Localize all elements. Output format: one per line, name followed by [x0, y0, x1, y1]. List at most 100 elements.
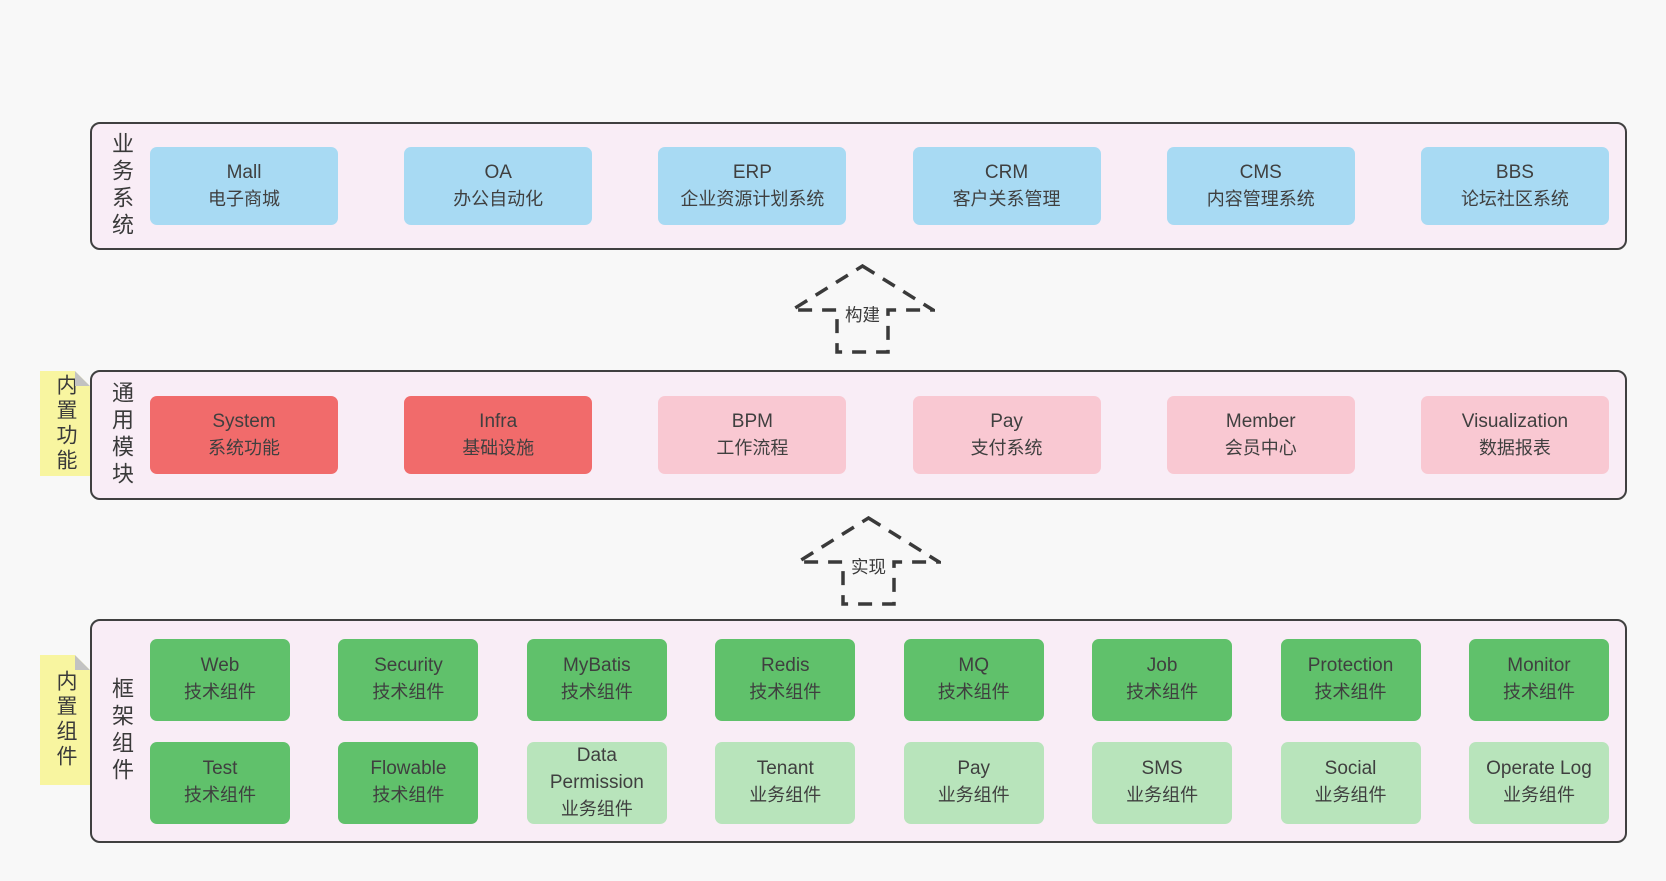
box-operate-log: Operate Log 业务组件	[1468, 741, 1609, 824]
box-subtitle: 企业资源计划系统	[680, 188, 825, 209]
section-common-modules: 通用模块 System 系统功能 Infra 基础设施 BPM 工作流程 Pay…	[90, 370, 1627, 500]
box-infra: Infra 基础设施	[404, 396, 593, 474]
box-title: Protection	[1307, 655, 1394, 677]
box-bbs: BBS 论坛社区系统	[1420, 147, 1609, 225]
box-social: Social 业务组件	[1280, 741, 1421, 824]
box-oa: OA 办公自动化	[404, 147, 593, 225]
box-title: SMS	[1141, 758, 1183, 780]
box-title: Mall	[226, 161, 262, 183]
box-subtitle: 技术组件	[1126, 682, 1199, 703]
box-member: Member 会员中心	[1166, 396, 1355, 474]
section-label-text: 业务系统	[109, 132, 134, 240]
box-subtitle: 技术组件	[937, 682, 1010, 703]
box-subtitle: 会员中心	[1224, 437, 1297, 458]
box-subtitle: 支付系统	[970, 437, 1043, 458]
box-title: MyBatis	[563, 655, 631, 677]
box-title: CRM	[984, 161, 1029, 183]
box-subtitle: 工作流程	[716, 437, 789, 458]
section-label-text: 框架组件	[109, 677, 134, 785]
box-title: Flowable	[370, 758, 447, 780]
box-security: Security 技术组件	[338, 638, 479, 721]
sticky-note-built-in-components: 内置组件	[40, 655, 90, 785]
box-mall: Mall 电子商城	[150, 147, 338, 225]
box-crm: CRM 客户关系管理	[912, 147, 1101, 225]
box-title: Pay	[990, 410, 1023, 432]
box-system: System 系统功能	[150, 396, 338, 474]
box-title: MQ	[958, 655, 989, 677]
business-boxes-row: Mall 电子商城 OA 办公自动化 ERP 企业资源计划系统 CRM 客户关系…	[150, 124, 1625, 248]
box-sms: SMS 业务组件	[1092, 741, 1233, 824]
box-subtitle: 系统功能	[208, 437, 280, 458]
folded-corner-icon	[75, 655, 90, 670]
box-monitor: Monitor 技术组件	[1468, 638, 1609, 721]
box-title: Security	[374, 655, 443, 677]
box-subtitle: 技术组件	[1314, 682, 1387, 703]
section-label-text: 通用模块	[109, 381, 134, 489]
section-label: 通用模块	[92, 372, 150, 498]
box-web: Web 技术组件	[150, 638, 290, 721]
box-subtitle: 客户关系管理	[952, 188, 1061, 209]
dashed-up-arrow-icon	[790, 264, 935, 354]
box-title: System	[212, 410, 276, 432]
box-title: Data Permission	[549, 744, 644, 793]
box-pay-business: Pay 业务组件	[903, 741, 1044, 824]
folded-corner-icon	[75, 371, 90, 386]
section-label: 业务系统	[92, 124, 150, 248]
box-test: Test 技术组件	[150, 741, 290, 824]
box-job: Job 技术组件	[1092, 638, 1233, 721]
box-mybatis: MyBatis 技术组件	[526, 638, 667, 721]
box-title: ERP	[732, 161, 772, 183]
arrow-build: 构建	[790, 264, 935, 354]
sticky-note-label: 内置组件	[54, 670, 77, 770]
box-title: Tenant	[756, 758, 814, 780]
box-visualization: Visualization 数据报表	[1420, 396, 1609, 474]
framework-row-2: Test 技术组件 Flowable 技术组件 Data Permission …	[150, 741, 1609, 824]
box-title: Test	[202, 758, 238, 780]
dashed-up-arrow-icon	[796, 516, 941, 606]
box-title: CMS	[1239, 161, 1282, 183]
box-bpm: BPM 工作流程	[658, 396, 847, 474]
box-title: BBS	[1495, 161, 1534, 183]
box-title: Infra	[479, 410, 518, 432]
box-title: Monitor	[1507, 655, 1571, 677]
box-subtitle: 业务组件	[1502, 785, 1575, 806]
box-subtitle: 电子商城	[208, 188, 280, 209]
box-subtitle: 技术组件	[749, 682, 822, 703]
box-data-permission: Data Permission 业务组件	[526, 741, 667, 824]
box-subtitle: 业务组件	[560, 798, 633, 819]
box-title: Member	[1225, 410, 1296, 432]
box-subtitle: 技术组件	[372, 682, 445, 703]
box-erp: ERP 企业资源计划系统	[658, 147, 847, 225]
box-title: OA	[484, 161, 512, 183]
section-framework-components: 框架组件 Web 技术组件 Security 技术组件 MyBatis 技术组件…	[90, 619, 1627, 843]
box-title: Redis	[760, 655, 810, 677]
sticky-note-label: 内置功能	[54, 373, 77, 474]
box-title: BPM	[731, 410, 773, 432]
box-subtitle: 技术组件	[184, 682, 256, 703]
box-cms: CMS 内容管理系统	[1166, 147, 1355, 225]
box-subtitle: 数据报表	[1478, 437, 1551, 458]
box-title: Visualization	[1461, 410, 1569, 432]
arrow-implement-label: 实现	[849, 550, 888, 583]
arrow-build-label: 构建	[843, 298, 882, 331]
box-redis: Redis 技术组件	[715, 638, 856, 721]
box-subtitle: 技术组件	[184, 785, 256, 806]
section-business-systems: 业务系统 Mall 电子商城 OA 办公自动化 ERP 企业资源计划系统 CRM…	[90, 122, 1627, 250]
framework-row-1: Web 技术组件 Security 技术组件 MyBatis 技术组件 Redi…	[150, 638, 1609, 721]
modules-boxes-row: System 系统功能 Infra 基础设施 BPM 工作流程 Pay 支付系统…	[150, 372, 1625, 498]
box-title: Pay	[957, 758, 991, 780]
box-subtitle: 业务组件	[937, 785, 1010, 806]
box-subtitle: 技术组件	[560, 682, 633, 703]
box-flowable: Flowable 技术组件	[338, 741, 479, 824]
framework-boxes-grid: Web 技术组件 Security 技术组件 MyBatis 技术组件 Redi…	[150, 621, 1625, 841]
box-title: Social	[1324, 758, 1377, 780]
box-subtitle: 业务组件	[749, 785, 822, 806]
box-title: Job	[1146, 655, 1178, 677]
section-label: 框架组件	[92, 621, 150, 841]
box-subtitle: 技术组件	[372, 785, 445, 806]
box-subtitle: 业务组件	[1126, 785, 1199, 806]
box-title: Web	[200, 655, 240, 677]
box-subtitle: 基础设施	[462, 437, 535, 458]
arrow-implement: 实现	[796, 516, 941, 606]
box-protection: Protection 技术组件	[1280, 638, 1421, 721]
